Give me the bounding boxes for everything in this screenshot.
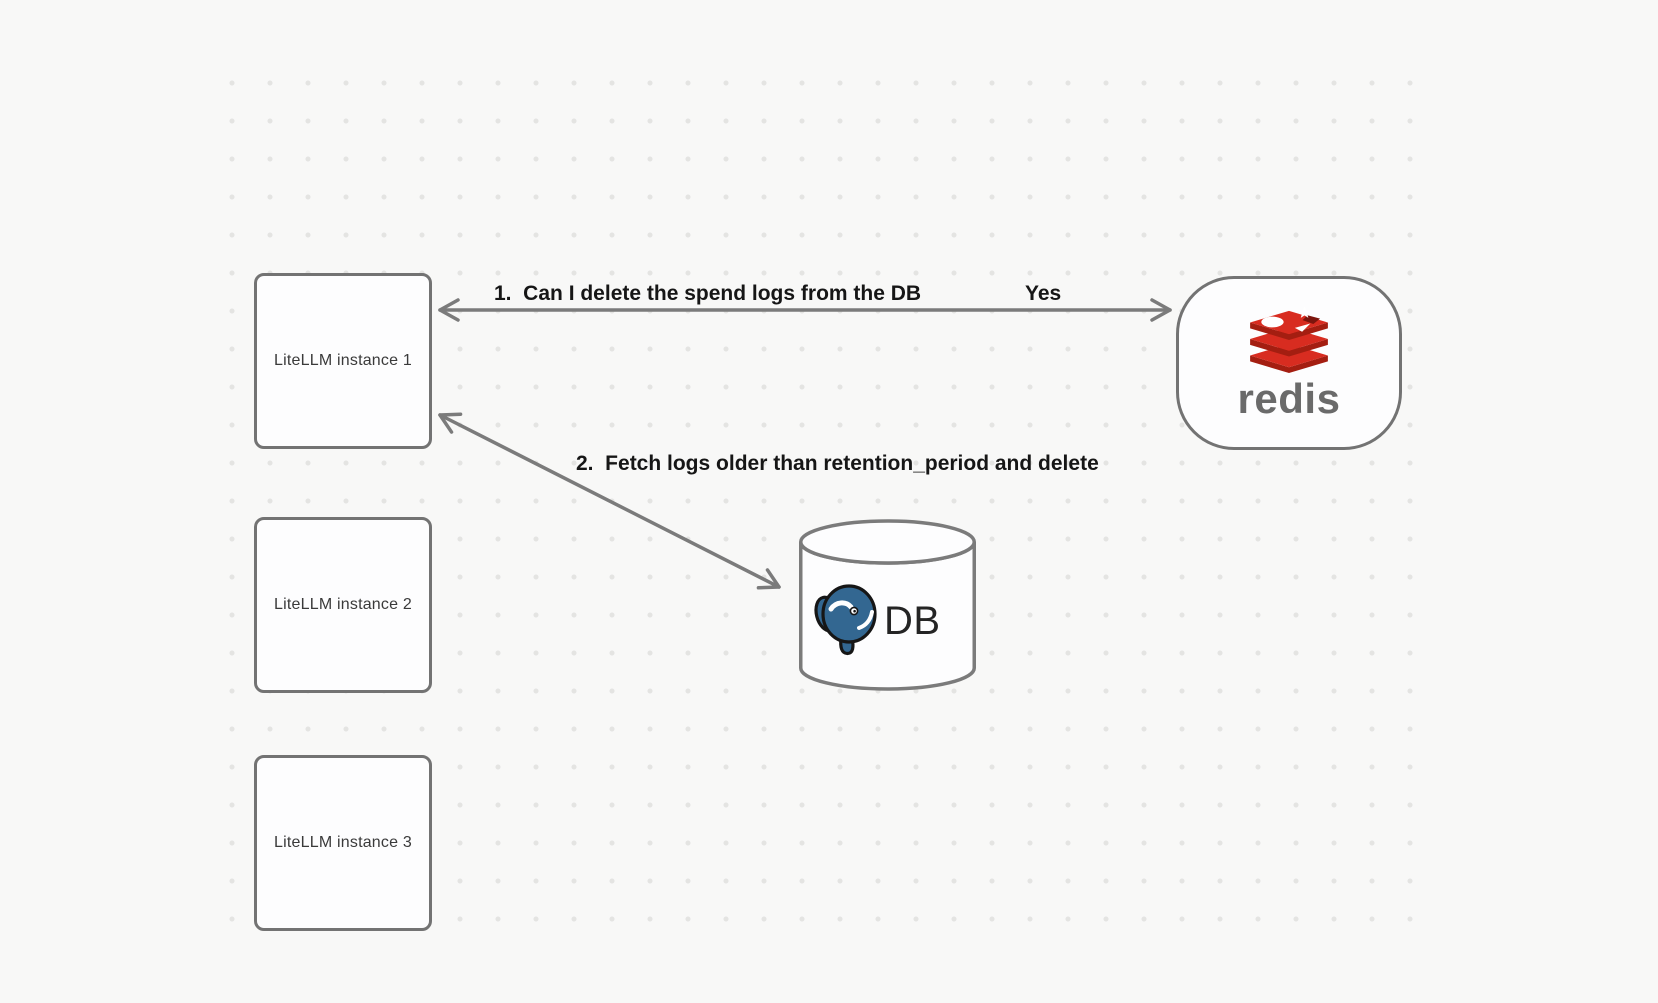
node-redis[interactable]: redis bbox=[1176, 276, 1402, 450]
node-label: LiteLLM instance 3 bbox=[274, 834, 412, 851]
db-node-label: DB bbox=[884, 599, 941, 643]
message-1-response-label[interactable]: Yes bbox=[1025, 282, 1062, 305]
node-litellm-instance-1[interactable]: LiteLLM instance 1 bbox=[254, 273, 432, 449]
node-litellm-instance-2[interactable]: LiteLLM instance 2 bbox=[254, 517, 432, 693]
node-litellm-instance-3[interactable]: LiteLLM instance 3 bbox=[254, 755, 432, 931]
redis-node-label: redis bbox=[1237, 375, 1341, 422]
message-1-label[interactable]: 1. Can I delete the spend logs from the … bbox=[494, 282, 922, 305]
node-database-cylinder[interactable] bbox=[797, 518, 979, 694]
cylinder-shape bbox=[799, 519, 976, 691]
postgresql-elephant-icon bbox=[814, 584, 877, 656]
message-2-label[interactable]: 2. Fetch logs older than retention_perio… bbox=[576, 452, 1099, 475]
redis-logo-icon bbox=[1250, 306, 1328, 374]
node-label: LiteLLM instance 1 bbox=[274, 352, 412, 369]
node-label: LiteLLM instance 2 bbox=[274, 596, 412, 613]
